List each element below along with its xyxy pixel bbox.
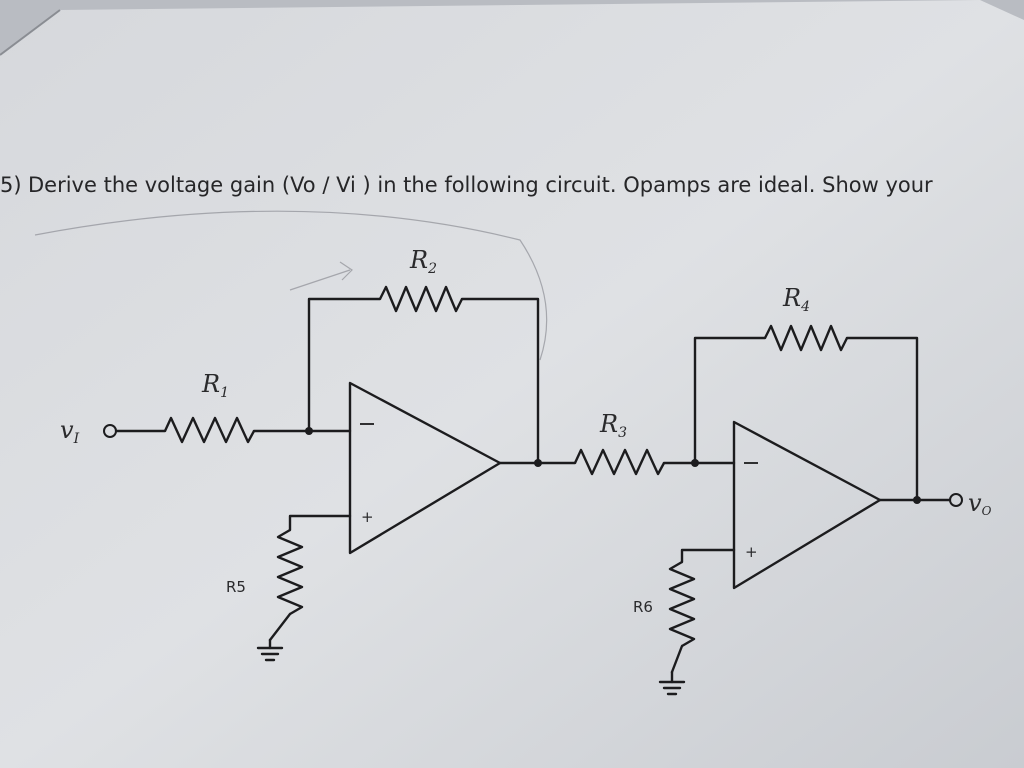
wire-feedback-r2-right [460,297,540,465]
ground-icon [658,670,686,696]
wire-r6-ground [670,644,684,674]
resistor-r1 [163,416,256,444]
question-number: 5) [0,173,22,197]
wire-feedback-r4-left [693,336,767,465]
paper-edge [0,9,61,56]
r1-label: R1 [201,370,229,401]
input-label: vI [60,416,80,447]
resistor-r5 [276,528,304,616]
wire-noninv-r5 [288,514,352,532]
opamp1-plus-sign: + [361,508,374,526]
opamp1-output-node [534,459,542,467]
output-label: vO [968,489,992,518]
pencil-arrow [289,261,353,291]
r5-label: R5 [226,578,246,596]
ground-icon [256,638,284,662]
opamp-1 [348,381,502,555]
resistor-r4 [763,324,849,352]
wire-r5-ground [268,612,292,642]
r2-label: R2 [409,246,437,277]
r4-label: R4 [782,284,810,315]
opamp2-plus-sign: + [745,543,758,561]
r6-label: R6 [633,598,653,616]
wire-noninv-r6 [680,548,736,564]
question-text: Derive the voltage gain (Vo / Vi ) in th… [28,173,933,197]
r3-label: R3 [599,410,627,441]
pencil-mark [34,210,548,361]
resistor-r2 [378,285,464,313]
output-terminal [949,493,963,507]
resistor-r6 [668,560,696,648]
output-node [913,496,921,504]
wire-feedback-r2-left [307,297,382,433]
resistor-r3 [573,448,666,476]
opamp-2 [732,420,882,590]
wire-feedback-r4-right [845,336,919,502]
